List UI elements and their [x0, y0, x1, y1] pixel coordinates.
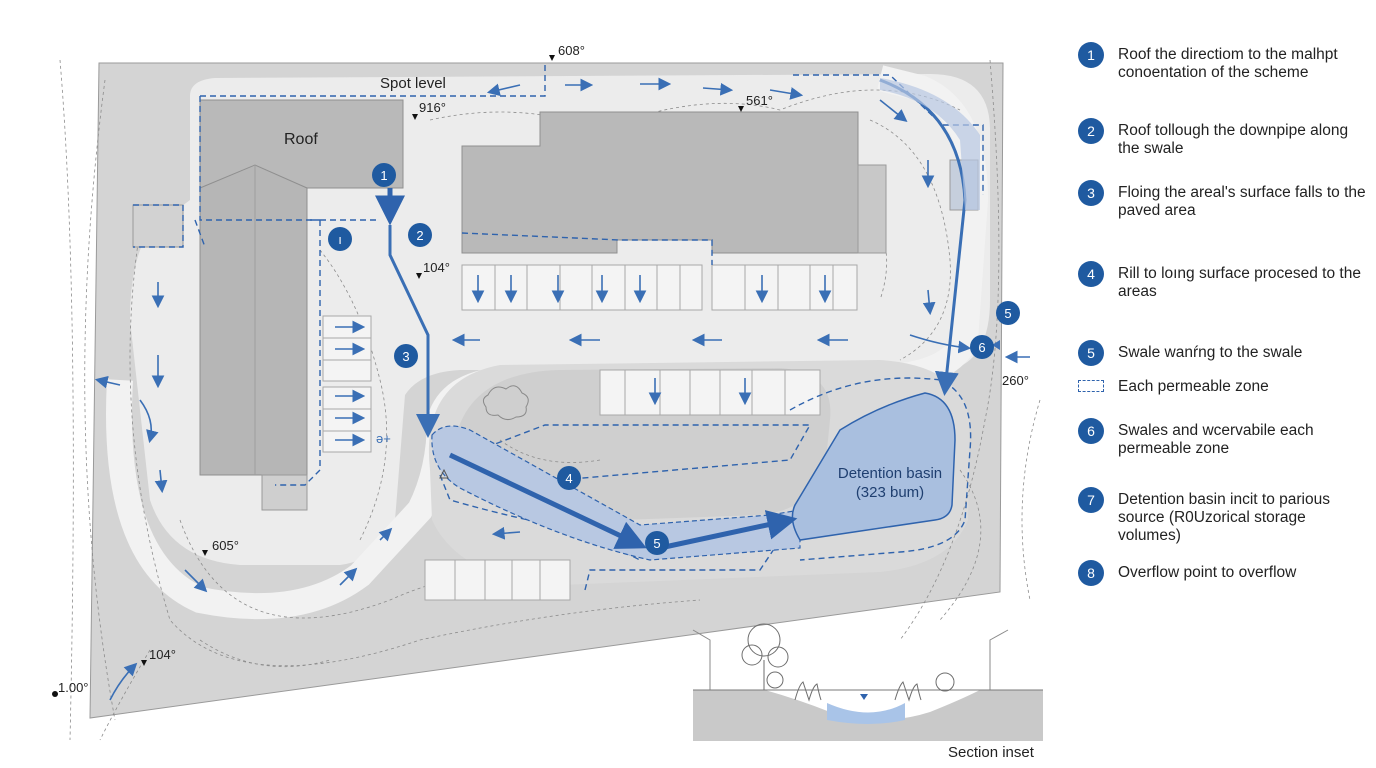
legend-badge-2: 2 — [1078, 118, 1104, 144]
legend-badge-5: 5 — [1078, 340, 1104, 366]
legend-item-1: 1 Roof the directiom to the malhpt conoe… — [1078, 42, 1368, 82]
legend-text-8: Overflow point to overflow — [1118, 564, 1297, 581]
swale-band — [431, 425, 801, 561]
legend-badge-8: 8 — [1078, 560, 1104, 586]
contour-lines — [59, 59, 1041, 741]
spot-level-104-north: 104° — [423, 260, 450, 275]
section-inset-caption: Section inset — [948, 744, 1034, 761]
permeable-zone-swatch — [1078, 380, 1104, 392]
legend-item-8: 8 Overflow point to overflow — [1078, 560, 1368, 586]
legend-badge-1: 1 — [1078, 42, 1104, 68]
main-building — [199, 164, 308, 476]
svg-text:1: 1 — [380, 168, 387, 183]
marker-2: 2 — [408, 223, 432, 247]
spot-level-561: 561° — [746, 93, 773, 108]
marker-5-east: 5 — [996, 301, 1020, 325]
spot-level-label: Spot level — [380, 75, 446, 92]
basin-volume: (323 bum) — [856, 484, 924, 501]
spot-level-100: 1.00° — [58, 680, 89, 695]
marker-3: 3 — [394, 344, 418, 368]
legend-text-4: Rill to loıng surface procesed to the ar… — [1118, 265, 1361, 300]
legend-text-7: Detention basin incit to parious source … — [1118, 491, 1330, 544]
legend-item-3: 3 Floing the areal's surface falls to th… — [1078, 180, 1368, 220]
svg-text:6: 6 — [978, 340, 985, 355]
legend-item-2: 2 Roof tollough the downpipe along the s… — [1078, 118, 1368, 158]
svg-text:2: 2 — [416, 228, 423, 243]
swale-flow-line — [388, 225, 440, 438]
spot-level-605: 605° — [212, 538, 239, 553]
legend-text-2: Roof tollough the downpipe along the swa… — [1118, 122, 1349, 157]
spot-level-260: 260° — [1002, 373, 1029, 388]
legend-text-permeable: Each permeable zone — [1118, 378, 1269, 395]
legend-text-3: Floing the areal's surface falls to the … — [1118, 184, 1366, 219]
svg-text:3: 3 — [402, 349, 409, 364]
spot-level-916: 916° — [419, 100, 446, 115]
stray-note: ə+ — [376, 431, 391, 446]
svg-text:5: 5 — [1004, 306, 1011, 321]
swale-to-basin-flow — [659, 510, 798, 551]
parking-dividers — [323, 265, 834, 600]
annex-block — [261, 474, 308, 511]
legend-item-4: 4 Rill to loıng surface procesed to the … — [1078, 261, 1368, 301]
tree-symbol — [482, 385, 529, 421]
marker-6: 6 — [970, 335, 994, 359]
basin-outer-zone — [789, 377, 972, 561]
marker-4: 4 — [557, 466, 581, 490]
legend-badge-4: 4 — [1078, 261, 1104, 287]
svg-text:ı: ı — [338, 232, 342, 247]
marker-1: 1 — [372, 163, 396, 187]
legend-badge-6: 6 — [1078, 418, 1104, 444]
legend-item-6: 6 Swales and wcervabile each permeable z… — [1078, 418, 1368, 458]
spot-triangle — [439, 468, 449, 479]
east-channel-band — [880, 78, 980, 210]
marker-5: 5 — [645, 531, 669, 555]
legend-item-permeable: Each permeable zone — [1078, 378, 1368, 396]
spot-level-104-south: 104° — [149, 647, 176, 662]
spot-level-608: 608° — [558, 43, 585, 58]
legend-badge-7: 7 — [1078, 487, 1104, 513]
legend-text-5: Swale wanŕng to the swale — [1118, 344, 1303, 361]
svg-text:5: 5 — [653, 536, 660, 551]
section-inset — [692, 623, 1043, 741]
basin-title: Detention basin — [838, 465, 942, 482]
svg-text:4: 4 — [565, 471, 572, 486]
side-annex — [857, 164, 887, 254]
legend-text-1: Roof the directiom to the malhpt conoent… — [1118, 46, 1338, 81]
legend-badge-3: 3 — [1078, 180, 1104, 206]
legend-item-5: 5 Swale wanŕng to the swale — [1078, 340, 1368, 366]
roof-label: Roof — [284, 131, 318, 148]
legend-item-7: 7 Detention basin incit to parious sourc… — [1078, 487, 1368, 545]
flow-arrows — [94, 77, 1030, 701]
legend-text-6: Swales and wcervabile each permeable zon… — [1118, 422, 1314, 457]
swale-main-flow — [448, 452, 647, 549]
small-shed — [132, 204, 184, 248]
marker-1-alt: ı — [328, 227, 352, 251]
spot-level-markers — [52, 55, 1000, 697]
